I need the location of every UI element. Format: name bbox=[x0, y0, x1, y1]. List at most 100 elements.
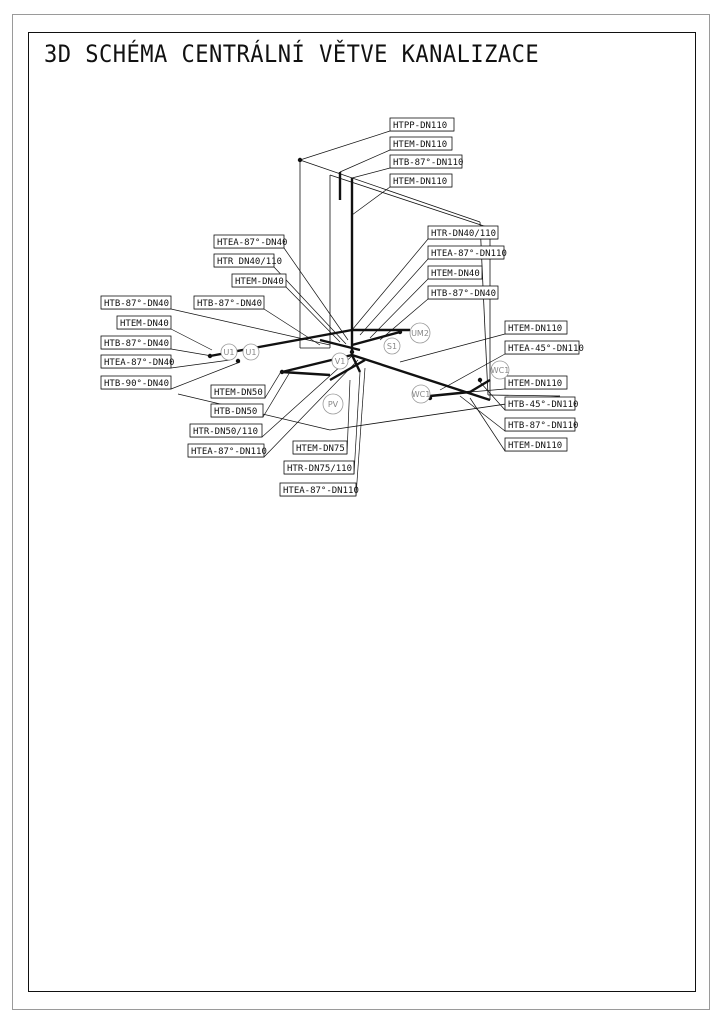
fitting-label-6: HTEM-DN40 bbox=[427, 265, 483, 280]
label-text-13: HTEM-DN40 bbox=[120, 319, 169, 329]
leader-1 bbox=[339, 149, 391, 173]
label-box-7 bbox=[427, 285, 499, 300]
fitting-label-21: HTEM-DN75 bbox=[292, 440, 348, 455]
fitting-labels: HTPP-DN110HTEM-DN110HTB-87°-DN110HTEM-DN… bbox=[100, 117, 584, 497]
leader-10 bbox=[285, 286, 341, 343]
fitting-label-9: HTR DN40/110 bbox=[213, 253, 282, 268]
bubble-text-0: U1 bbox=[224, 348, 235, 357]
label-text-12: HTB-87°-DN40 bbox=[104, 299, 169, 309]
label-text-6: HTEM-DN40 bbox=[431, 269, 480, 279]
leader-19 bbox=[261, 355, 353, 438]
leader-16 bbox=[170, 361, 241, 390]
label-box-20 bbox=[187, 443, 265, 458]
sheet-outer-border bbox=[12, 14, 710, 1010]
label-box-29 bbox=[504, 437, 568, 452]
leader-4 bbox=[351, 238, 429, 331]
fitting-label-19: HTR-DN50/110 bbox=[189, 423, 263, 438]
fitting-label-26: HTEM-DN110 bbox=[504, 375, 568, 390]
label-text-28: HTB-87°-DN110 bbox=[508, 421, 578, 431]
label-text-26: HTEM-DN110 bbox=[508, 379, 562, 389]
fitting-label-0: HTPP-DN110 bbox=[389, 117, 455, 132]
label-text-3: HTEM-DN110 bbox=[393, 177, 447, 187]
fixture-bubble-3: S1 bbox=[383, 337, 401, 355]
label-box-18 bbox=[210, 403, 264, 418]
label-box-11 bbox=[193, 295, 265, 310]
pipe-segment-10 bbox=[329, 358, 366, 382]
label-box-5 bbox=[427, 245, 505, 260]
leader-3 bbox=[351, 186, 391, 216]
fitting-label-11: HTB-87°-DN40 bbox=[193, 295, 265, 310]
label-box-23 bbox=[279, 482, 357, 497]
label-text-16: HTB-90°-DN40 bbox=[104, 379, 169, 389]
label-box-3 bbox=[389, 173, 453, 188]
label-text-29: HTEM-DN110 bbox=[508, 441, 562, 451]
fitting-label-8: HTEA-87°-DN40 bbox=[213, 234, 287, 249]
leader-8 bbox=[283, 247, 349, 341]
fitting-label-2: HTB-87°-DN110 bbox=[389, 154, 463, 169]
fitting-label-10: HTEM-DN40 bbox=[231, 273, 287, 288]
fitting-label-24: HTEM-DN110 bbox=[504, 320, 568, 335]
label-box-6 bbox=[427, 265, 483, 280]
drawing-title: 3D SCHÉMA CENTRÁLNÍ VĚTVE KANALIZACE bbox=[44, 40, 540, 68]
bubble-text-1: U1 bbox=[246, 348, 257, 357]
fitting-label-27: HTB-45°-DN110 bbox=[504, 396, 578, 411]
fitting-label-5: HTEA-87°-DN110 bbox=[427, 245, 507, 260]
fitting-label-4: HTR-DN40/110 bbox=[427, 225, 499, 240]
fitting-label-18: HTB-DN50 bbox=[210, 403, 264, 418]
label-box-10 bbox=[231, 273, 287, 288]
fixture-bubble-1: U1 bbox=[242, 343, 260, 361]
pipe-segment-5 bbox=[351, 330, 401, 347]
label-text-24: HTEM-DN110 bbox=[508, 324, 562, 334]
label-box-24 bbox=[504, 320, 568, 335]
label-text-5: HTEA-87°-DN110 bbox=[431, 249, 507, 259]
label-text-11: HTB-87°-DN40 bbox=[197, 299, 262, 309]
label-box-22 bbox=[283, 460, 355, 475]
fitting-dot-4 bbox=[397, 329, 403, 335]
label-text-14: HTB-87°-DN40 bbox=[104, 339, 169, 349]
fitting-label-17: HTEM-DN50 bbox=[210, 384, 266, 399]
label-text-9: HTR DN40/110 bbox=[217, 257, 282, 267]
leader-11 bbox=[263, 308, 321, 346]
leader-28 bbox=[459, 395, 506, 432]
leader-27 bbox=[479, 381, 506, 411]
leader-0 bbox=[299, 130, 391, 161]
label-box-17 bbox=[210, 384, 266, 399]
leader-20 bbox=[263, 359, 359, 458]
leader-14 bbox=[170, 348, 213, 357]
leader-25 bbox=[439, 353, 506, 391]
label-text-17: HTEM-DN50 bbox=[214, 388, 263, 398]
label-box-27 bbox=[504, 396, 576, 411]
bubble-text-2: V1 bbox=[335, 357, 346, 366]
label-text-10: HTEM-DN40 bbox=[235, 277, 284, 287]
label-text-15: HTEA-87°-DN40 bbox=[104, 358, 174, 368]
pipe-segment-11 bbox=[429, 390, 471, 398]
label-box-1 bbox=[389, 136, 453, 151]
fitting-label-28: HTB-87°-DN110 bbox=[504, 417, 578, 432]
leader-5 bbox=[359, 258, 429, 336]
leader-12 bbox=[170, 308, 331, 346]
label-box-14 bbox=[100, 335, 172, 350]
label-text-1: HTEM-DN110 bbox=[393, 140, 447, 150]
fitting-dot-7 bbox=[349, 349, 355, 355]
fitting-label-1: HTEM-DN110 bbox=[389, 136, 453, 151]
fixture-bubble-5: WC1 bbox=[490, 360, 510, 380]
fitting-label-7: HTB-87°-DN40 bbox=[427, 285, 499, 300]
label-box-8 bbox=[213, 234, 285, 249]
fitting-label-12: HTB-87°-DN40 bbox=[100, 295, 172, 310]
leader-6 bbox=[369, 278, 429, 339]
label-box-2 bbox=[389, 154, 463, 169]
fitting-label-15: HTEA-87°-DN40 bbox=[100, 354, 174, 369]
bubble-text-6: WC1 bbox=[412, 390, 431, 399]
fitting-label-23: HTEA-87°-DN110 bbox=[279, 482, 359, 497]
leader-2 bbox=[351, 167, 391, 179]
label-box-13 bbox=[116, 315, 172, 330]
fixture-bubble-4: UM2 bbox=[409, 322, 431, 344]
label-text-2: HTB-87°-DN110 bbox=[393, 158, 463, 168]
label-box-16 bbox=[100, 375, 172, 390]
bubble-text-7: PV bbox=[328, 400, 339, 409]
label-box-4 bbox=[427, 225, 499, 240]
label-text-8: HTEA-87°-DN40 bbox=[217, 238, 287, 248]
